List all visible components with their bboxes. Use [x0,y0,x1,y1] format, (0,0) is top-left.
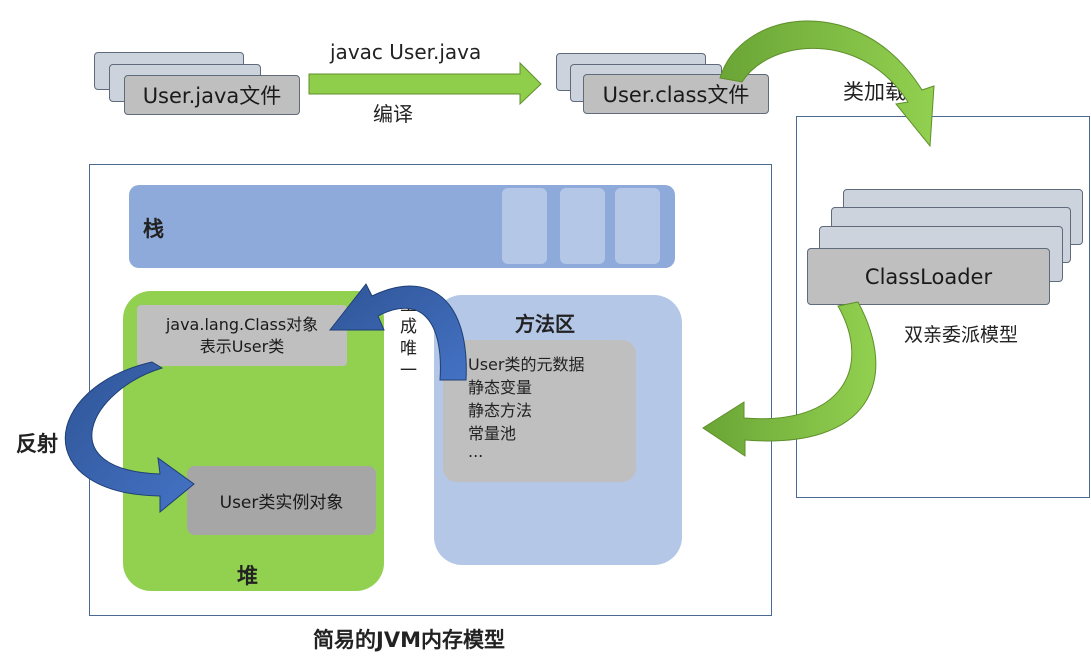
method-area-item-static-methods: 静态方法 [468,401,533,420]
source-file-card: User.java文件 [124,75,300,115]
compile-arrow [308,61,542,106]
stack-frame-slot-2 [560,188,605,264]
compile-step-label: 编译 [373,102,413,126]
classloader-card: ClassLoader [807,248,1050,305]
heap-label: 堆 [237,564,258,588]
generate-unique-char-4: 一 [400,361,417,381]
stack-frame-slot-1 [502,188,547,264]
method-area-item-metadata: User类的元数据 [468,355,585,374]
source-file-label: User.java文件 [142,84,282,108]
class-object-box: java.lang.Class对象 表示User类 [137,305,347,366]
method-area-item-ellipsis: ... [468,442,484,461]
instance-object-label: User类实例对象 [219,493,344,513]
stack-label: 栈 [143,217,164,241]
class-object-line2: 表示User类 [199,336,285,356]
generate-unique-char-3: 唯 [400,339,417,359]
method-area-item-constant-pool: 常量池 [468,424,517,443]
method-area-item-static-vars: 静态变量 [468,378,533,397]
instance-object-box: User类实例对象 [187,466,376,535]
generate-unique-char-2: 成 [400,317,417,337]
class-file-label: User.class文件 [602,83,750,107]
classloader-label: ClassLoader [864,264,993,289]
jvm-memory-frame [89,164,772,616]
class-loading-arrow [719,20,935,148]
load-into-method-area-arrow [702,301,877,457]
method-area-content-box [443,340,636,482]
generate-class-object-arrow [328,283,467,381]
compile-command-label: javac User.java [330,40,482,64]
classloader-frame [796,116,1090,498]
diagram-caption: 简易的JVM内存模型 [313,628,505,652]
class-object-line1: java.lang.Class对象 [165,314,319,334]
method-area-label: 方法区 [515,312,575,336]
reflection-arrow [64,361,195,514]
stack-frame-slot-3 [615,188,660,264]
parent-delegation-label: 双亲委派模型 [904,324,1019,346]
reflection-label: 反射 [16,432,58,456]
